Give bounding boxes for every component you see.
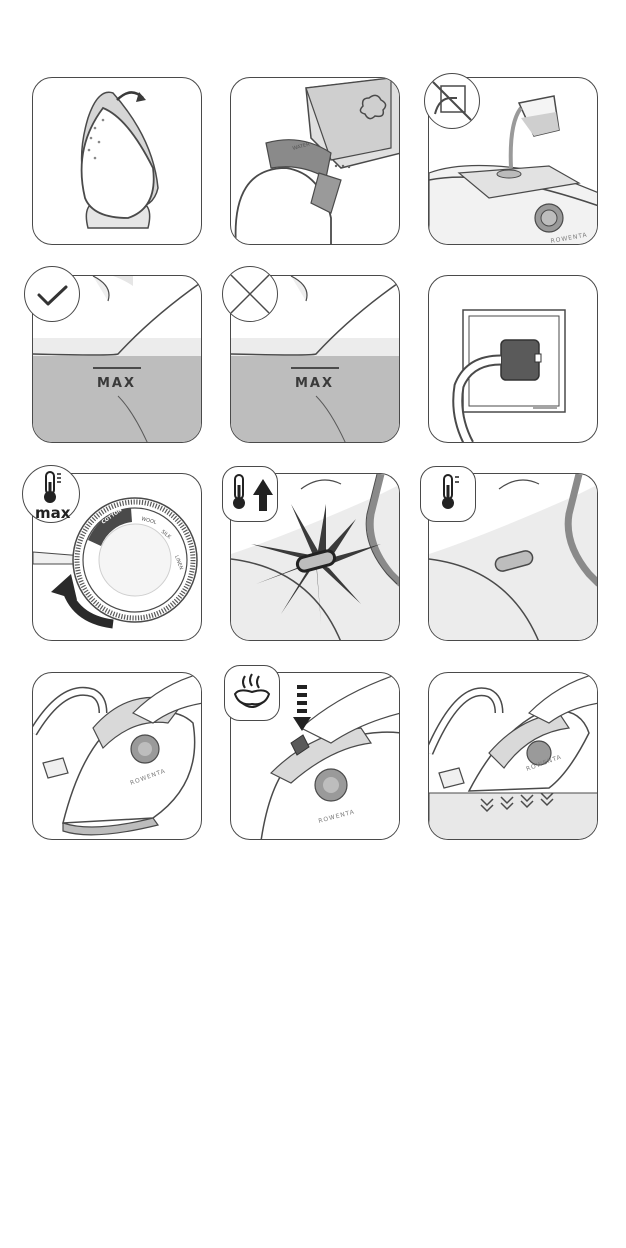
iron-tap-illustration: ROWENTA (33, 673, 202, 840)
iron-upright-illustration (33, 78, 202, 245)
cross-icon (222, 266, 278, 322)
plug-in-illustration (429, 276, 598, 443)
panel-plug-in (428, 275, 598, 443)
panel-iron-tap: ROWENTA (32, 672, 202, 840)
steam-output-illustration: ROWENTA (429, 673, 598, 840)
tank-open-illustration: WATER (231, 78, 400, 245)
max-label-bad: MAX (295, 376, 334, 391)
panel-fill-position (32, 77, 202, 245)
panel-tank-open: WATER (230, 77, 400, 245)
steam-button-icon (224, 665, 280, 721)
thermometer-max-label: max (35, 504, 71, 522)
panel-steam-output: ROWENTA (428, 672, 598, 840)
no-plug-icon (424, 73, 480, 129)
thermometer-icon (420, 466, 476, 522)
thermometer-max-icon: max (22, 465, 80, 523)
max-label-ok: MAX (97, 376, 136, 391)
thermometer-up-icon (222, 466, 278, 522)
check-icon (24, 266, 80, 322)
